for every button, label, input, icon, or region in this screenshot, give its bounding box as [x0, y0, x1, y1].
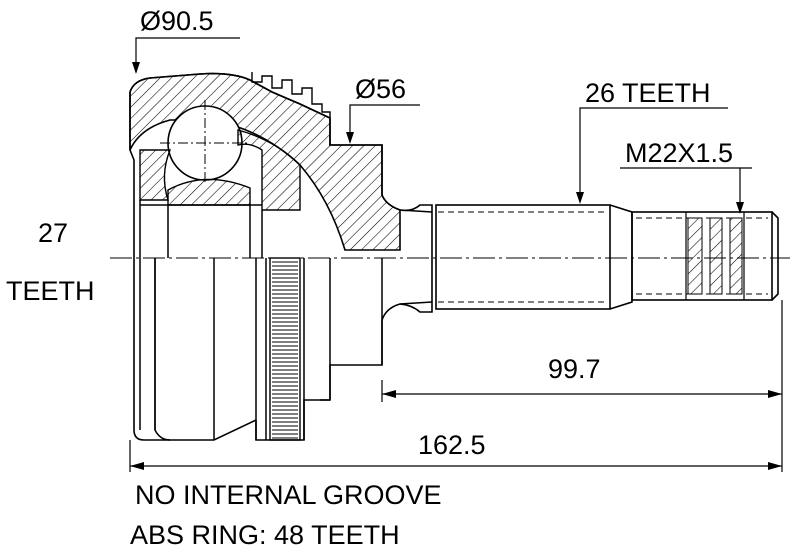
dimension-arrows: [130, 62, 782, 470]
inner-body: [139, 200, 305, 441]
abs-ring: [272, 261, 298, 439]
abs-ring-frame: [269, 257, 301, 441]
dimension-lines: [129, 37, 783, 472]
bell-bottom: [320, 258, 383, 401]
note-abs-ring: ABS RING: 48 TEETH: [130, 520, 400, 550]
length-short-label: 99.7: [548, 354, 601, 384]
thread-band-1: [687, 217, 703, 295]
outer-diameter-label: Ø90.5: [140, 6, 214, 36]
spline-teeth-label: 26 TEETH: [585, 78, 711, 108]
housing-notches: [251, 72, 331, 118]
thread-band-edges: [685, 212, 745, 300]
inner-teeth-unit: TEETH: [6, 276, 95, 306]
length-total-label: 162.5: [418, 430, 486, 460]
thread-label: M22X1.5: [625, 138, 734, 168]
thread-band-2: [709, 217, 723, 295]
thread-band-3: [729, 217, 743, 295]
cage-section: [139, 149, 172, 201]
shaft: [399, 204, 779, 313]
note-groove: NO INTERNAL GROOVE: [135, 480, 442, 510]
race-right-section: [237, 129, 301, 211]
inner-teeth-count: 27: [38, 218, 69, 248]
inner-race-section: [167, 178, 251, 206]
bell-diameter-label: Ø56: [355, 74, 407, 104]
